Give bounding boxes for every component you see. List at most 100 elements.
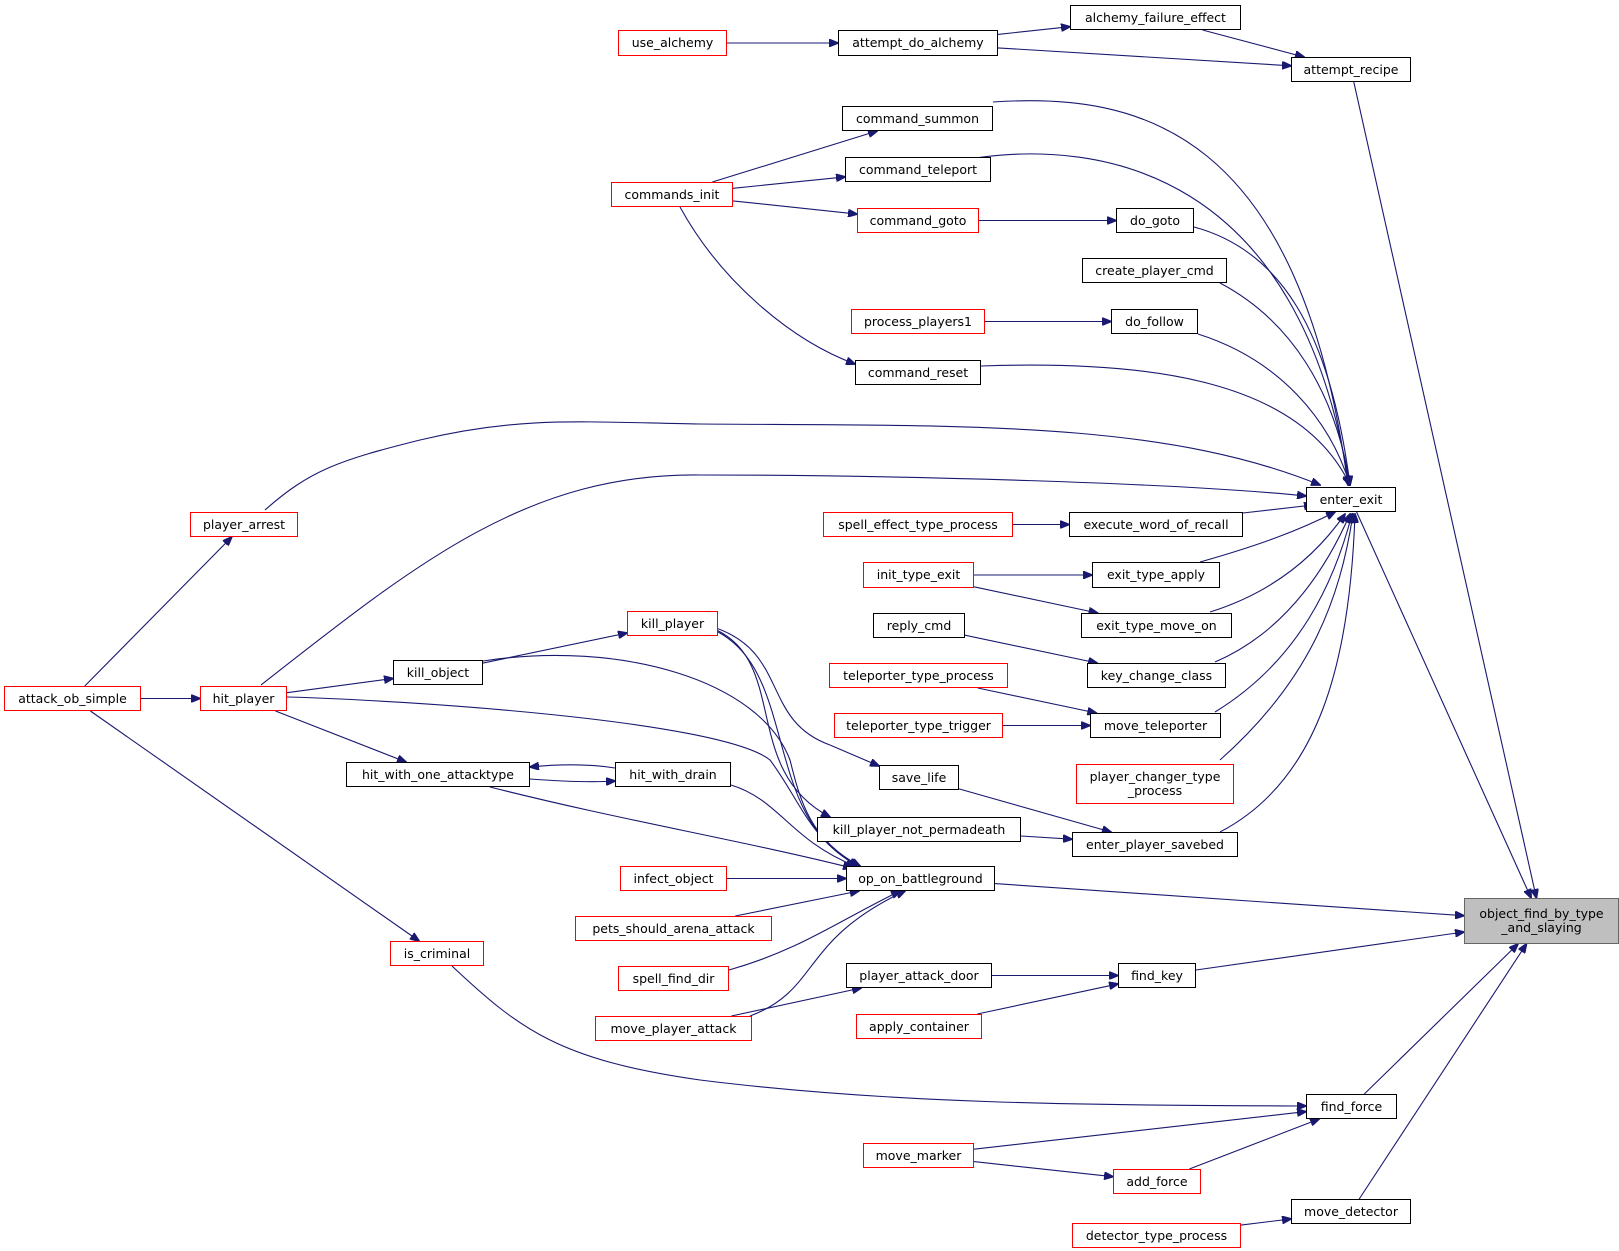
edge-alchemy-failure-effect-to-attempt-recipe bbox=[1202, 29, 1305, 57]
edge-commands-init-to-command-teleport bbox=[732, 177, 845, 189]
edge-save-life-to-enter-player-savebed bbox=[958, 788, 1111, 832]
edge-move-player-attack-to-player-attack-door bbox=[731, 988, 861, 1017]
node-spell-effect-type-process[interactable]: spell_effect_type_process bbox=[823, 512, 1013, 537]
node-exit-type-apply: exit_type_apply bbox=[1092, 562, 1220, 588]
edge-move-marker-to-find-force bbox=[973, 1112, 1306, 1150]
node-apply-container[interactable]: apply_container bbox=[856, 1014, 982, 1039]
node-player-changer-type-process[interactable]: player_changer_type _process bbox=[1076, 764, 1234, 804]
edge-do-follow-to-enter-exit bbox=[1197, 333, 1350, 485]
edge-do-goto-to-enter-exit bbox=[1193, 226, 1350, 485]
node-execute-word-of-recall: execute_word_of_recall bbox=[1069, 512, 1243, 537]
node-command-teleport: command_teleport bbox=[845, 157, 991, 182]
edge-hit-with-drain-to-hit-with-one-attacktype bbox=[530, 765, 616, 768]
node-hit-with-drain: hit_with_drain bbox=[615, 762, 731, 787]
node-teleporter-type-trigger[interactable]: teleporter_type_trigger bbox=[834, 713, 1003, 738]
edge-spell-find-dir-to-op-on-battleground bbox=[728, 891, 900, 971]
node-is-criminal[interactable]: is_criminal bbox=[390, 941, 484, 966]
edge-reply-cmd-to-key-change-class bbox=[964, 634, 1097, 663]
node-teleporter-type-process[interactable]: teleporter_type_process bbox=[829, 663, 1008, 688]
edge-apply-container-to-find-key bbox=[977, 984, 1118, 1015]
node-hit-with-one-attacktype: hit_with_one_attacktype bbox=[346, 762, 530, 787]
edge-attack-ob-simple-to-player-arrest bbox=[84, 537, 232, 687]
node-use-alchemy[interactable]: use_alchemy bbox=[618, 30, 727, 56]
edge-hit-with-one-attacktype-to-hit-with-drain bbox=[529, 779, 615, 782]
edge-teleporter-type-process-to-move-teleporter bbox=[977, 687, 1097, 713]
edge-player-arrest-to-enter-exit bbox=[264, 421, 1320, 511]
edge-init-type-exit-to-exit-type-move-on bbox=[973, 586, 1098, 613]
edge-commands-init-to-command-reset bbox=[679, 206, 855, 364]
edge-attempt-do-alchemy-to-attempt-recipe bbox=[997, 47, 1291, 66]
node-command-reset: command_reset bbox=[855, 360, 981, 385]
node-do-follow: do_follow bbox=[1111, 309, 1198, 334]
edge-execute-word-of-recall-to-enter-exit bbox=[1242, 505, 1313, 514]
node-alchemy-failure-effect: alchemy_failure_effect bbox=[1070, 5, 1241, 30]
node-move-player-attack[interactable]: move_player_attack bbox=[595, 1016, 752, 1041]
edge-kill-player-to-kill-player-not-permadeath bbox=[711, 627, 830, 817]
edge-player-changer-type-process-to-enter-exit bbox=[1219, 514, 1353, 761]
edge-hit-player-to-kill-object bbox=[286, 679, 393, 694]
edge-pets-should-arena-attack-to-op-on-battleground bbox=[735, 891, 859, 917]
node-attempt-recipe: attempt_recipe bbox=[1291, 57, 1411, 82]
edge-hit-with-one-attacktype-to-op-on-battleground bbox=[489, 786, 852, 868]
edge-is-criminal-to-find-force bbox=[451, 965, 1306, 1106]
edge-commands-init-to-command-summon bbox=[712, 131, 877, 183]
edge-command-teleport-to-enter-exit bbox=[974, 153, 1349, 485]
edge-find-force-to-object-find-by-type-and-slaying bbox=[1363, 944, 1518, 1095]
edge-enter-exit-to-object-find-by-type-and-slaying bbox=[1356, 511, 1532, 898]
edge-hit-player-to-hit-with-one-attacktype bbox=[275, 710, 407, 762]
node-spell-find-dir[interactable]: spell_find_dir bbox=[618, 966, 729, 991]
node-commands-init[interactable]: commands_init bbox=[611, 182, 733, 207]
node-find-key: find_key bbox=[1118, 963, 1196, 988]
node-reply-cmd: reply_cmd bbox=[873, 613, 965, 638]
edge-kill-object-to-op-on-battleground bbox=[482, 655, 860, 866]
node-do-goto: do_goto bbox=[1116, 208, 1194, 233]
edge-detector-type-process-to-move-detector bbox=[1240, 1219, 1291, 1226]
edge-command-reset-to-enter-exit bbox=[980, 364, 1350, 485]
edge-move-teleporter-to-enter-exit bbox=[1214, 514, 1352, 713]
edge-kill-player-to-save-life bbox=[709, 625, 879, 766]
edge-move-detector-to-object-find-by-type-and-slaying bbox=[1358, 944, 1526, 1200]
edge-attempt-recipe-to-object-find-by-type-and-slaying bbox=[1353, 81, 1537, 898]
node-process-players1[interactable]: process_players1 bbox=[851, 309, 985, 334]
edge-hit-player-to-op-on-battleground bbox=[286, 696, 858, 866]
edge-key-change-class-to-enter-exit bbox=[1214, 514, 1350, 663]
node-command-goto[interactable]: command_goto bbox=[857, 208, 979, 233]
node-key-change-class: key_change_class bbox=[1087, 663, 1226, 688]
edge-move-marker-to-add-force bbox=[973, 1161, 1113, 1177]
node-attempt-do-alchemy: attempt_do_alchemy bbox=[838, 30, 998, 56]
edge-command-summon-to-enter-exit bbox=[992, 100, 1348, 485]
node-find-force: find_force bbox=[1306, 1094, 1397, 1119]
edge-attempt-do-alchemy-to-alchemy-failure-effect bbox=[997, 27, 1070, 35]
node-infect-object[interactable]: infect_object bbox=[620, 866, 727, 891]
node-pets-should-arena-attack[interactable]: pets_should_arena_attack bbox=[575, 916, 772, 941]
edge-create-player-cmd-to-enter-exit bbox=[1219, 282, 1350, 485]
node-op-on-battleground: op_on_battleground bbox=[846, 866, 995, 891]
node-move-detector: move_detector bbox=[1291, 1199, 1411, 1224]
edge-move-player-attack-to-op-on-battleground bbox=[749, 891, 905, 1017]
node-object-find-by-type-and-slaying: object_find_by_type _and_slaying bbox=[1464, 898, 1619, 944]
node-kill-player[interactable]: kill_player bbox=[627, 611, 718, 636]
node-kill-player-not-permadeath: kill_player_not_permadeath bbox=[817, 817, 1021, 842]
node-init-type-exit[interactable]: init_type_exit bbox=[863, 562, 974, 588]
edge-exit-type-move-on-to-enter-exit bbox=[1209, 514, 1345, 613]
node-hit-player[interactable]: hit_player bbox=[200, 686, 287, 711]
node-move-teleporter: move_teleporter bbox=[1090, 713, 1221, 738]
edge-commands-init-to-command-goto bbox=[732, 200, 857, 214]
node-command-summon: command_summon bbox=[842, 106, 993, 131]
node-detector-type-process[interactable]: detector_type_process bbox=[1072, 1223, 1241, 1248]
node-kill-object: kill_object bbox=[393, 660, 483, 685]
node-add-force[interactable]: add_force bbox=[1113, 1169, 1201, 1194]
node-move-marker[interactable]: move_marker bbox=[863, 1143, 974, 1168]
node-player-arrest[interactable]: player_arrest bbox=[190, 512, 298, 537]
edge-hit-player-to-enter-exit bbox=[260, 474, 1306, 686]
edge-add-force-to-find-force bbox=[1189, 1119, 1319, 1170]
node-save-life: save_life bbox=[879, 765, 959, 790]
edge-enter-player-savebed-to-enter-exit bbox=[1219, 514, 1355, 833]
edge-kill-player-not-permadeath-to-enter-player-savebed bbox=[1020, 836, 1072, 839]
edge-attack-ob-simple-to-is-criminal bbox=[90, 710, 419, 941]
node-attack-ob-simple[interactable]: attack_ob_simple bbox=[4, 686, 141, 711]
edge-exit-type-apply-to-enter-exit bbox=[1199, 512, 1335, 563]
node-enter-exit: enter_exit bbox=[1306, 487, 1396, 512]
node-exit-type-move-on: exit_type_move_on bbox=[1081, 613, 1232, 638]
